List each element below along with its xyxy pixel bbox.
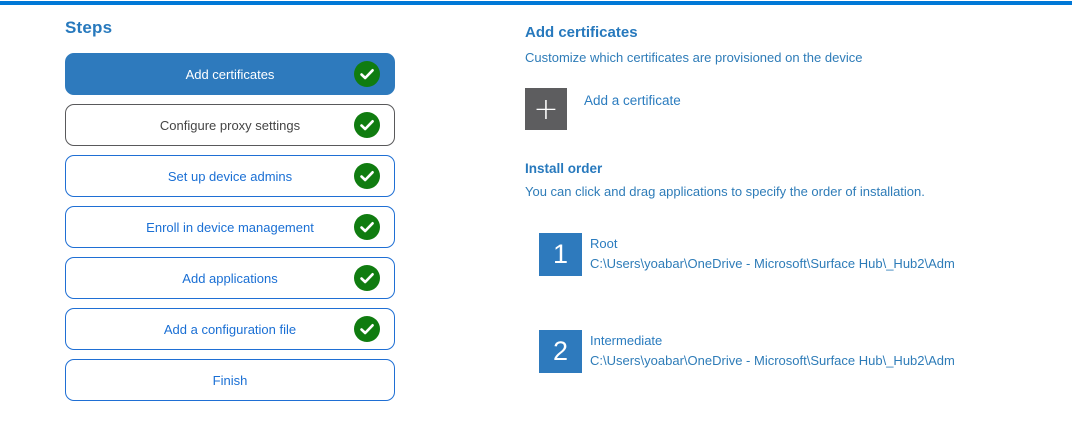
step-configure-proxy-settings[interactable]: Configure proxy settings bbox=[65, 104, 395, 146]
step-add-a-configuration-file[interactable]: Add a configuration file bbox=[65, 308, 395, 350]
check-icon bbox=[354, 61, 380, 87]
install-order-item-root[interactable]: 1 Root C:\Users\yoabar\OneDrive - Micros… bbox=[539, 233, 1070, 276]
step-label: Enroll in device management bbox=[146, 219, 314, 235]
certificate-name: Root bbox=[590, 236, 618, 251]
check-icon bbox=[354, 214, 380, 240]
step-add-applications[interactable]: Add applications bbox=[65, 257, 395, 299]
certificate-path: C:\Users\yoabar\OneDrive - Microsoft\Sur… bbox=[590, 353, 955, 368]
page-title: Add certificates bbox=[525, 24, 638, 41]
steps-panel: Steps Add certificates Configure proxy s… bbox=[65, 18, 395, 410]
add-certificate-row: + Add a certificate bbox=[525, 88, 1070, 130]
step-label: Finish bbox=[212, 372, 248, 388]
add-certificate-button[interactable]: + bbox=[525, 88, 567, 130]
check-icon bbox=[354, 316, 380, 342]
steps-panel-title: Steps bbox=[65, 18, 113, 37]
order-number-badge: 1 bbox=[539, 233, 582, 276]
add-certificate-label[interactable]: Add a certificate bbox=[584, 93, 681, 108]
step-finish[interactable]: Finish bbox=[65, 359, 395, 401]
install-order-list: 1 Root C:\Users\yoabar\OneDrive - Micros… bbox=[525, 233, 1070, 373]
install-order-item-intermediate[interactable]: 2 Intermediate C:\Users\yoabar\OneDrive … bbox=[539, 330, 1070, 373]
step-label: Configure proxy settings bbox=[159, 117, 301, 133]
step-label: Add applications bbox=[182, 270, 278, 286]
check-icon bbox=[354, 163, 380, 189]
check-icon bbox=[354, 265, 380, 291]
certificate-info: Intermediate C:\Users\yoabar\OneDrive - … bbox=[590, 330, 955, 371]
content-panel: Add certificates Customize which certifi… bbox=[525, 24, 1070, 427]
plus-icon: + bbox=[533, 92, 559, 127]
step-label: Add a configuration file bbox=[163, 321, 297, 337]
step-label: Set up device admins bbox=[167, 168, 293, 184]
page-subtitle: Customize which certificates are provisi… bbox=[525, 50, 863, 65]
certificate-path: C:\Users\yoabar\OneDrive - Microsoft\Sur… bbox=[590, 256, 955, 271]
top-accent-bar bbox=[0, 1, 1072, 5]
certificate-name: Intermediate bbox=[590, 333, 663, 348]
step-add-certificates[interactable]: Add certificates bbox=[65, 53, 395, 95]
step-set-up-device-admins[interactable]: Set up device admins bbox=[65, 155, 395, 197]
install-order-title: Install order bbox=[525, 161, 603, 176]
certificate-info: Root C:\Users\yoabar\OneDrive - Microsof… bbox=[590, 233, 955, 274]
order-number-badge: 2 bbox=[539, 330, 582, 373]
step-label: Add certificates bbox=[185, 66, 275, 82]
step-enroll-in-device-management[interactable]: Enroll in device management bbox=[65, 206, 395, 248]
install-order-description: You can click and drag applications to s… bbox=[525, 184, 925, 199]
check-icon bbox=[354, 112, 380, 138]
